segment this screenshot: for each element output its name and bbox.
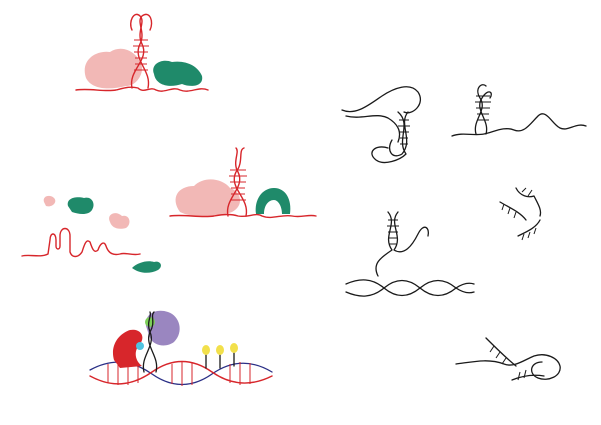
helix-rungs [398,119,410,145]
rna-dna-duplex [345,211,475,297]
green-fragment [67,197,94,214]
lncrna-loop [341,86,421,164]
green-protein-arch [255,188,291,214]
pink-protein-blob [175,179,241,217]
fragment-two [515,187,542,217]
helix-rungs [387,219,399,245]
rna-tangle [455,337,561,381]
hairpin-left [474,84,487,135]
fragment-three [517,219,541,237]
rna-fragments [499,187,542,241]
free-rna-and-proteins [21,195,161,273]
rnp-middle-complex [169,147,317,219]
hairpin-rungs [229,169,247,201]
rna-strand-lower [511,374,545,381]
hairpin-rungs [133,39,149,71]
rna-strand-upper [485,337,517,367]
cyan-marker [136,342,144,350]
rna-strand-wavy [451,113,587,137]
rna-helix-left [375,211,393,277]
dna-strand-red [89,360,273,385]
rna-hairpin-left [226,147,241,217]
rnp-top-complex [75,13,209,92]
rna-strand [169,213,317,219]
fragment-rungs [501,187,537,241]
rna-strand-tail [345,115,401,143]
pink-fragment [109,213,130,229]
rna-helix-right [148,311,158,373]
dna-strand-blue [89,361,273,386]
chromatin-rna-complex [89,310,273,386]
pink-fragment-small [43,195,56,207]
rna-strand [75,86,209,92]
rna-strand-long [341,86,421,114]
pink-protein-blob [84,48,143,89]
hairpin-rungs [475,95,491,121]
green-protein-blob [153,60,203,86]
rna-helix-right [393,211,430,253]
lncrna-hairpin [451,84,587,137]
dna-strand-b [345,279,475,297]
fragment-one [499,201,527,221]
yellow-marks [202,343,238,369]
rna-hairpin-right [233,147,248,217]
helix-right [388,111,409,157]
hairpin-right [479,91,492,135]
red-protein [112,329,143,368]
rna-hairpin-right [137,13,153,89]
unfolded-rna [21,227,141,258]
rna-strand [455,354,561,380]
green-fragment-lower [132,261,161,273]
tangle-rungs [489,345,527,381]
